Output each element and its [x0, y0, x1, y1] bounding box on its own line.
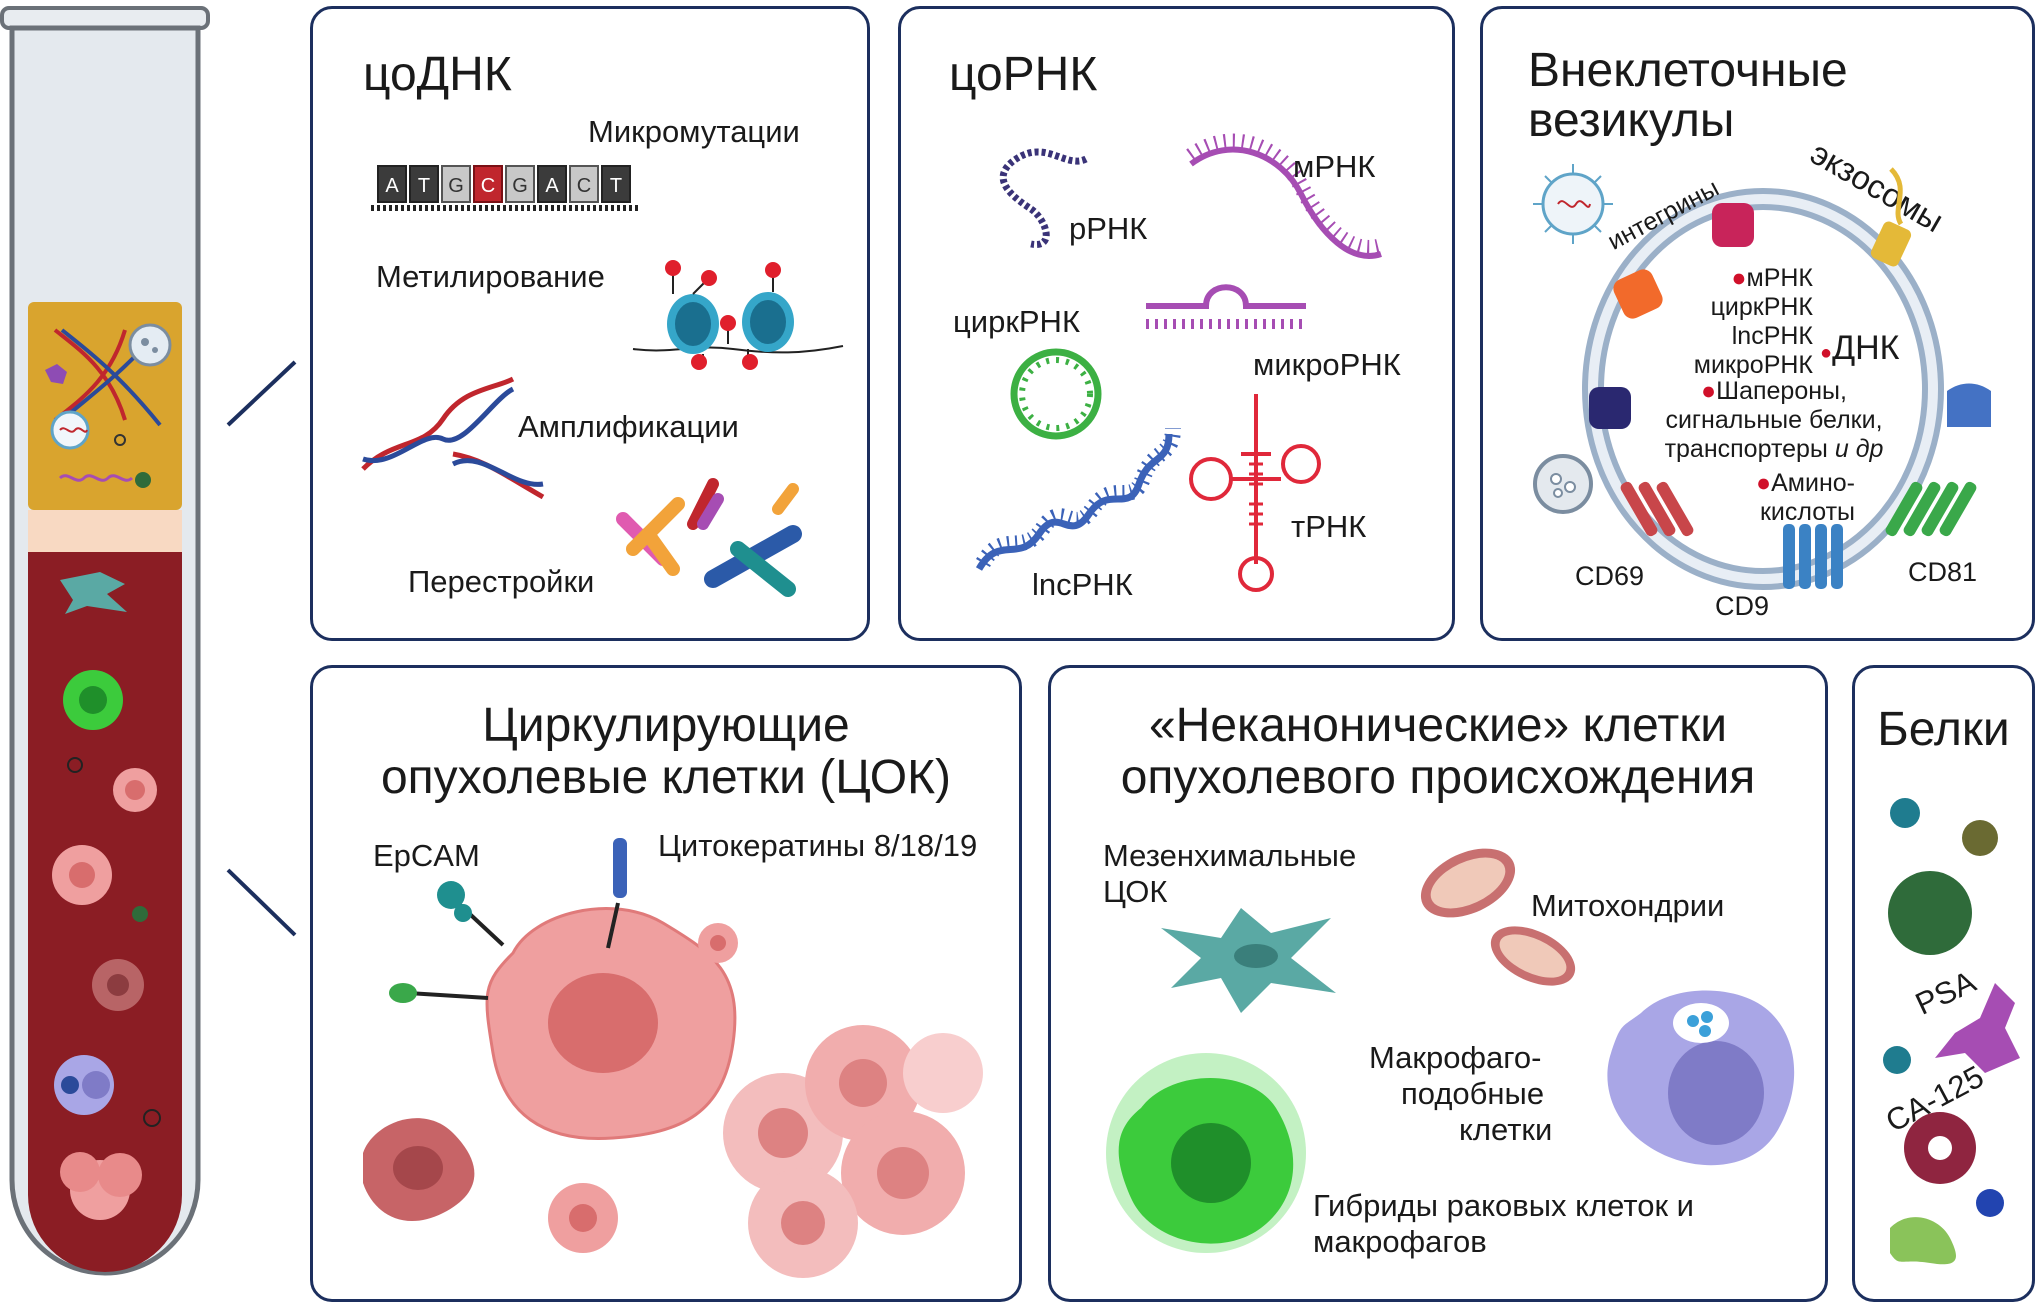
psa-protein-icon — [1935, 983, 2020, 1073]
ev-amino-block: ●Амино- кислоты — [1735, 469, 1855, 527]
ctc-title-line1: Циркулирующие — [482, 699, 850, 752]
proteins-line3: транспортеры — [1664, 435, 1828, 463]
mirna-icon — [1146, 284, 1306, 329]
exosome-marker-yellow-icon — [1870, 167, 1912, 267]
cd9-protein-icon — [1783, 524, 1843, 589]
mirna-label: микроРНК — [1253, 347, 1401, 382]
methylated-nucleosome-icon — [632, 260, 844, 370]
proteins-title: Белки — [1877, 703, 2010, 756]
lncrna-label: lncРНК — [1032, 567, 1133, 602]
mrna-icon — [1186, 133, 1384, 259]
chromosomes-icon — [616, 478, 802, 597]
ev-cargo-rna: ●мРНК циркРНК lncРНК микроРНК — [1643, 264, 1813, 380]
noncanonical-title-line1: «Неканонические» клетки — [1148, 699, 1727, 752]
protein-olive-icon — [1962, 820, 1998, 856]
panel-cfrna: цоРНК рРНК мРНК циркРНК микроРНК lncРНК … — [898, 6, 1455, 641]
ev-dna-label: ●ДНК — [1820, 329, 1900, 367]
rrna-icon — [999, 148, 1088, 248]
nucleotide-base: C — [569, 165, 599, 203]
protein-teal-icon — [1890, 798, 1920, 828]
cytokeratins-label: Цитокератины 8/18/19 — [658, 828, 978, 863]
ev-title-line1: Внеклеточные — [1528, 44, 1848, 97]
amplifications-label: Амплификации — [518, 409, 739, 444]
amino-line1: Амино- — [1771, 469, 1855, 497]
mesenchymal-label-line2: ЦОК — [1103, 874, 1168, 909]
methylation-label: Метилирование — [376, 259, 605, 294]
mvb-small-icon — [1533, 454, 1593, 514]
protein-green-large-icon — [1888, 871, 1972, 955]
panel-noncanonical-cells: «Неканонические» клетки опухолевого прои… — [1048, 665, 1828, 1302]
protein-blue-small-icon — [1976, 1189, 2004, 1217]
mrna-label: мРНК — [1293, 149, 1376, 184]
mesenchymal-ctc-icon — [1161, 908, 1336, 1013]
proteins-line2: сигнальные белки, — [1665, 406, 1883, 434]
cd69-label: CD69 — [1575, 561, 1645, 591]
cd81-label: CD81 — [1908, 557, 1978, 587]
mitochondria-icon — [1420, 848, 1576, 986]
micromutations-label: Микромутации — [588, 114, 800, 149]
amino-line2: кислоты — [1759, 498, 1855, 526]
trna-icon — [1189, 394, 1321, 592]
panel-proteins: Белки PSA CA-125 — [1852, 665, 2035, 1302]
connector-lines — [226, 360, 297, 937]
nucleotide-base: G — [441, 165, 471, 203]
panel-extracellular-vesicles: Внеклеточные везикулы экзосомы интегрины… — [1480, 6, 2035, 641]
cd69-protein-icon — [1620, 481, 1694, 537]
circrna-label: циркРНК — [953, 304, 1080, 339]
macrophage-label-line2: подобные — [1401, 1076, 1545, 1111]
panel-cfdna: цоДНК Микромутации A T G C G A C T Метил… — [310, 6, 870, 641]
rearrangements-label: Перестройки — [408, 564, 595, 599]
cd9-label: CD9 — [1715, 591, 1770, 621]
ctc-title-line2: опухолевые клетки (ЦОК) — [380, 751, 952, 804]
ev-title-line2: везикулы — [1528, 94, 1735, 147]
amplified-dna-icon — [361, 376, 545, 500]
mesenchymal-label-line1: Мезенхимальные — [1103, 838, 1357, 873]
hybrid-cell-icon — [1106, 1053, 1306, 1253]
nucleotide-base: G — [505, 165, 535, 203]
protein-teal-small-icon — [1883, 1046, 1911, 1074]
nucleotide-base: A — [537, 165, 567, 203]
membrane-protein-blue-icon — [1947, 383, 1991, 427]
cargo-item: ●мРНК — [1731, 264, 1813, 292]
ctc-cells-illustration — [363, 838, 983, 1278]
epcam-label: EpCAM — [373, 838, 480, 873]
circrna-icon — [1010, 348, 1102, 440]
integrin-protein-icon — [1712, 203, 1754, 247]
hybrid-label-line1: Гибриды раковых клеток и — [1313, 1188, 1694, 1223]
mitochondria-label: Митохондрии — [1531, 888, 1725, 923]
ca125-protein-icon — [1904, 1112, 1976, 1184]
nucleotide-strip: A T G C G A C T — [371, 161, 653, 215]
nucleotide-base-mutated: C — [473, 165, 503, 203]
macrophage-label-line3: клетки — [1459, 1112, 1553, 1147]
cd81-protein-icon — [1885, 481, 1977, 537]
proteins-line1: Шапероны, — [1716, 377, 1847, 405]
rrna-label: рРНК — [1069, 211, 1148, 246]
membrane-protein-navy-icon — [1589, 387, 1631, 429]
nucleotide-base: T — [409, 165, 439, 203]
cargo-item: lncРНК — [1731, 322, 1813, 350]
ev-proteins-block: ●Шапероны, сигнальные белки, транспортер… — [1643, 377, 1905, 464]
trna-label: тРНК — [1291, 509, 1367, 544]
macrophage-like-cell-icon — [1607, 990, 1795, 1166]
cargo-item: циркРНК — [1710, 293, 1813, 321]
exosome-small-icon — [1533, 164, 1613, 244]
cfrna-title: цоРНК — [949, 48, 1098, 101]
protein-lime-icon — [1890, 1217, 1956, 1265]
cargo-item: микроРНК — [1693, 351, 1813, 379]
nucleotide-base: A — [377, 165, 407, 203]
nucleotide-base: T — [601, 165, 631, 203]
panel-ctc: Циркулирующие опухолевые клетки (ЦОК) Ep… — [310, 665, 1022, 1302]
cfdna-title: цоДНК — [363, 48, 512, 101]
proteins-etc: и др — [1834, 435, 1884, 463]
dna-backbone — [371, 205, 641, 211]
integrin-protein-icon — [1613, 269, 1663, 319]
lncrna-icon — [975, 427, 1181, 571]
macrophage-label-line1: Макрофаго- — [1369, 1040, 1542, 1075]
hybrid-label-line2: макрофагов — [1313, 1224, 1487, 1259]
noncanonical-title-line2: опухолевого происхождения — [1120, 751, 1756, 804]
test-tube — [0, 6, 210, 1276]
